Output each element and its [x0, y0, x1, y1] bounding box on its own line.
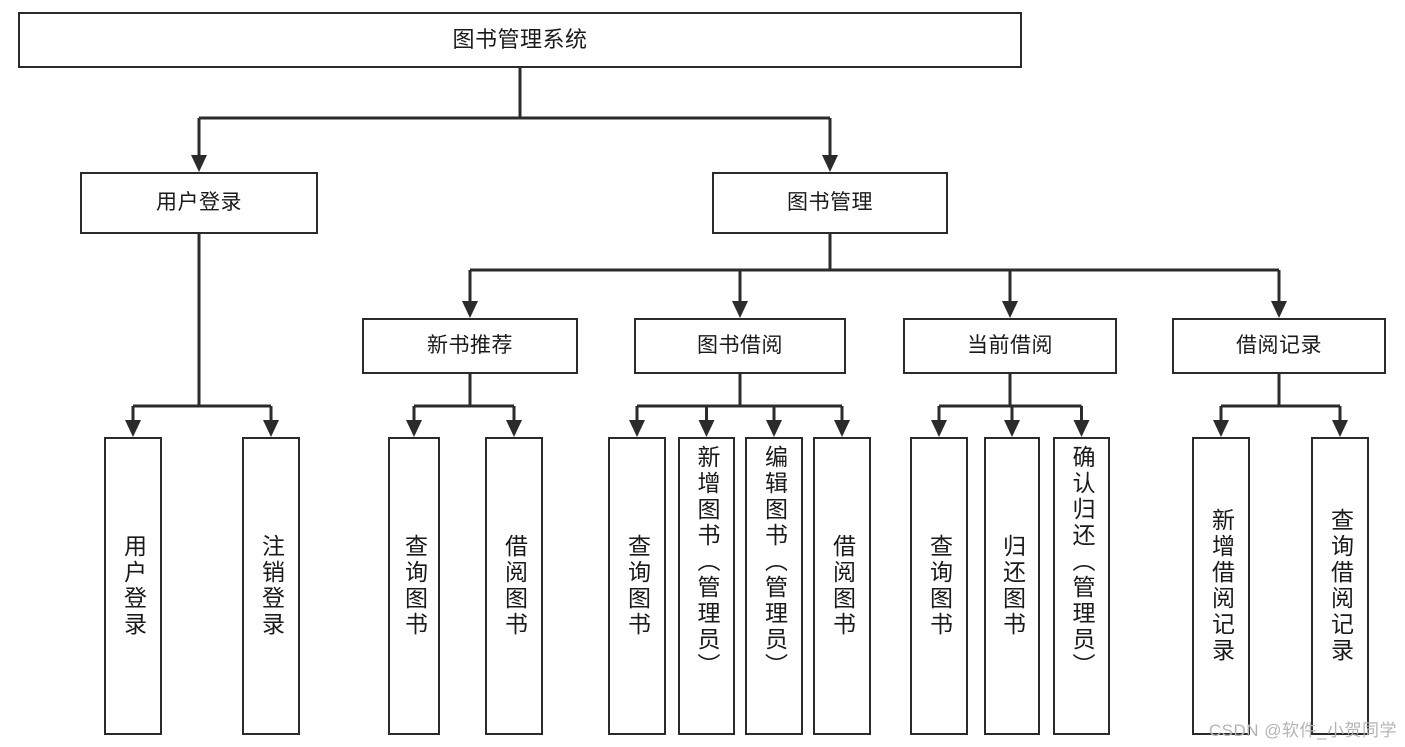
arrowhead [834, 420, 850, 437]
arrowhead [462, 301, 478, 318]
node-l-add[interactable]: 新增图书（管理员） [678, 437, 735, 735]
node-label: 用户登录 [156, 190, 242, 214]
arrowhead [822, 155, 838, 172]
node-label: 新增借阅记录 [1208, 508, 1235, 664]
node-l-addrec[interactable]: 新增借阅记录 [1192, 437, 1250, 735]
arrowhead [125, 420, 141, 437]
arrowhead [698, 420, 715, 437]
arrowhead [1002, 301, 1018, 318]
arrowhead [766, 420, 782, 437]
node-l-q1[interactable]: 查询图书 [388, 437, 440, 735]
node-l-confirm[interactable]: 确认归还（管理员） [1053, 437, 1110, 735]
node-history[interactable]: 借阅记录 [1172, 318, 1386, 374]
node-l-b2[interactable]: 借阅图书 [813, 437, 871, 735]
node-label: 图书管理 [787, 190, 873, 214]
node-label: 借阅记录 [1236, 333, 1322, 357]
node-login[interactable]: 用户登录 [80, 172, 318, 234]
node-newrec[interactable]: 新书推荐 [362, 318, 578, 374]
node-l-q3[interactable]: 查询图书 [910, 437, 968, 735]
arrowhead [1073, 420, 1090, 437]
node-l-qrec[interactable]: 查询借阅记录 [1311, 437, 1369, 735]
node-label: 查询图书 [926, 534, 953, 638]
node-label: 新书推荐 [427, 333, 513, 357]
node-l-logout[interactable]: 注销登录 [242, 437, 300, 735]
node-bookmgmt[interactable]: 图书管理 [712, 172, 948, 234]
arrowhead [191, 155, 207, 172]
node-label: 当前借阅 [967, 333, 1053, 357]
node-l-edit[interactable]: 编辑图书（管理员） [745, 437, 803, 735]
node-current[interactable]: 当前借阅 [903, 318, 1117, 374]
arrowhead [1213, 420, 1229, 437]
node-l-b1[interactable]: 借阅图书 [485, 437, 543, 735]
node-label: 用户登录 [120, 534, 147, 638]
arrowhead [263, 420, 279, 437]
arrowhead [931, 420, 947, 437]
arrowhead [732, 301, 748, 318]
arrowhead [1332, 420, 1348, 437]
arrowhead [406, 420, 422, 437]
node-label: 注销登录 [258, 534, 285, 638]
node-label: 查询借阅记录 [1327, 508, 1354, 664]
arrowhead [629, 420, 645, 437]
node-label: 借阅图书 [501, 534, 528, 638]
node-label: 确认归还（管理员） [1069, 445, 1095, 679]
node-label: 图书管理系统 [452, 27, 588, 53]
node-root[interactable]: 图书管理系统 [18, 12, 1022, 68]
csdn-watermark: CSDN @软件_小贺同学 [1208, 721, 1397, 740]
node-borrow[interactable]: 图书借阅 [634, 318, 846, 374]
node-label: 编辑图书（管理员） [761, 445, 788, 679]
node-l-ret[interactable]: 归还图书 [984, 437, 1040, 735]
node-l-q2[interactable]: 查询图书 [608, 437, 666, 735]
arrowhead [1004, 420, 1020, 437]
arrowhead [506, 420, 522, 437]
node-label: 查询图书 [624, 534, 651, 638]
node-label: 借阅图书 [829, 534, 856, 638]
node-label: 归还图书 [999, 534, 1026, 638]
node-l-login[interactable]: 用户登录 [104, 437, 162, 735]
node-label: 图书借阅 [697, 333, 783, 357]
node-label: 新增图书（管理员） [694, 445, 720, 679]
node-label: 查询图书 [401, 534, 428, 638]
arrowhead [1271, 301, 1287, 318]
